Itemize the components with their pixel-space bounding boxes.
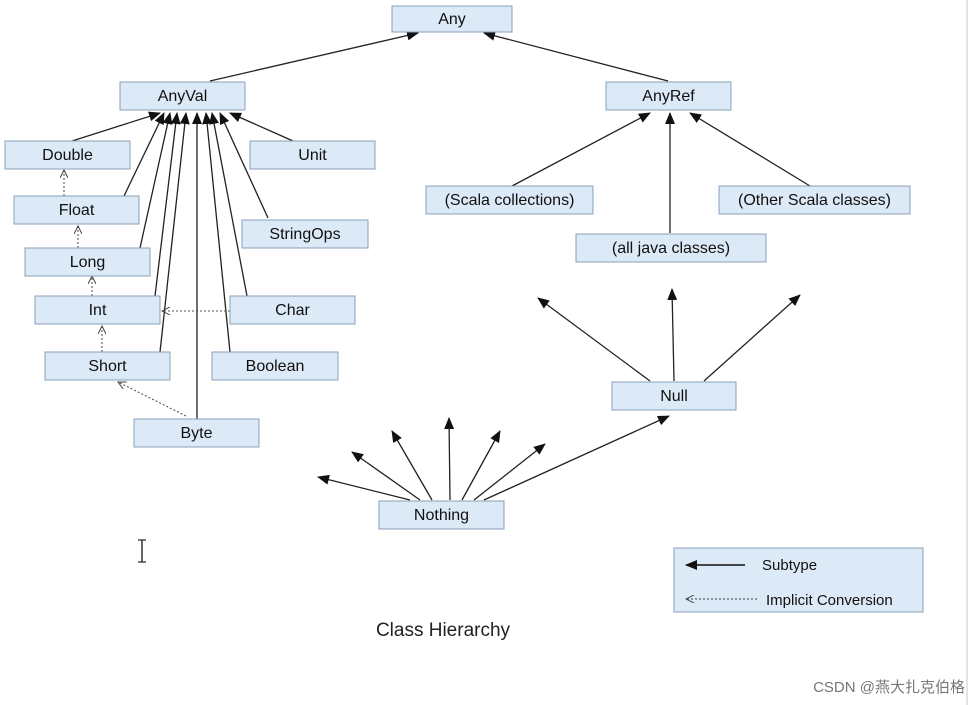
watermark: CSDN @燕大扎克伯格 <box>813 679 965 696</box>
text-cursor-icon <box>138 539 146 563</box>
node-null: Null <box>611 381 737 411</box>
edge-anyval-any <box>209 30 419 82</box>
node-any: Any <box>391 5 513 33</box>
node-int: Int <box>34 295 161 325</box>
node-byte-label: Byte <box>180 425 212 442</box>
node-int-label: Int <box>89 302 107 319</box>
edge-nothing-fan-5 <box>461 430 501 501</box>
node-all-java-classes-label: (all java classes) <box>612 240 730 257</box>
edge-anyref-any <box>483 30 669 82</box>
edge-null-up-right <box>703 294 801 382</box>
node-nothing: Nothing <box>378 500 505 530</box>
node-anyval: AnyVal <box>119 81 246 111</box>
conv-byte-short <box>118 382 187 417</box>
node-nothing-label: Nothing <box>414 507 469 524</box>
edge-boolean-anyval <box>202 112 231 353</box>
node-anyref-label: AnyRef <box>642 88 695 105</box>
node-float-label: Float <box>59 202 95 219</box>
node-other-scala-classes-label: (Other Scala classes) <box>738 192 891 209</box>
edge-double-anyval <box>71 111 161 142</box>
edge-unit-anyval <box>229 112 294 142</box>
edge-nothing-fan-2 <box>351 451 421 501</box>
node-double-label: Double <box>42 147 93 164</box>
edge-nothing-fan-4 <box>444 417 455 501</box>
conversion-edges <box>64 170 230 417</box>
edge-int-anyval <box>154 112 181 297</box>
node-short: Short <box>44 351 171 381</box>
node-scala-collections: (Scala collections) <box>425 185 594 215</box>
node-other-scala-classes: (Other Scala classes) <box>718 185 911 215</box>
edge-nothing-fan-6 <box>473 443 546 501</box>
diagram-caption: Class Hierarchy <box>376 620 511 641</box>
legend-conversion-label: Implicit Conversion <box>766 592 893 609</box>
edge-otherscala-anyref <box>689 112 811 187</box>
node-float: Float <box>13 195 140 225</box>
node-long: Long <box>24 247 151 277</box>
node-any-label: Any <box>438 11 466 28</box>
edge-scalacollections-anyref <box>511 112 651 187</box>
edge-char-anyval <box>209 112 248 297</box>
node-scala-collections-label: (Scala collections) <box>445 192 575 209</box>
edge-nothing-null <box>483 415 670 501</box>
node-boolean-label: Boolean <box>246 358 305 375</box>
node-long-label: Long <box>70 254 106 271</box>
node-double: Double <box>4 140 131 170</box>
subtype-edges <box>71 30 811 501</box>
node-byte: Byte <box>133 418 260 448</box>
node-null-label: Null <box>660 388 688 405</box>
edge-stringops-anyval <box>219 112 269 219</box>
edge-null-up-center <box>667 288 678 382</box>
node-unit-label: Unit <box>298 147 327 164</box>
node-short-label: Short <box>88 358 127 375</box>
edge-float-anyval <box>123 112 165 197</box>
node-anyref: AnyRef <box>605 81 732 111</box>
node-all-java-classes: (all java classes) <box>575 233 767 263</box>
node-char: Char <box>229 295 356 325</box>
node-anyval-label: AnyVal <box>158 88 208 105</box>
legend: Subtype Implicit Conversion <box>673 547 924 613</box>
node-boolean: Boolean <box>211 351 339 381</box>
node-unit: Unit <box>249 140 376 170</box>
edge-null-up-left <box>537 297 651 382</box>
node-stringops-label: StringOps <box>269 226 340 243</box>
edge-nothing-fan-1 <box>317 474 411 501</box>
edge-long-anyval <box>139 112 173 249</box>
node-char-label: Char <box>275 302 310 319</box>
legend-subtype-label: Subtype <box>762 557 817 574</box>
edge-nothing-fan-3 <box>391 430 433 501</box>
node-stringops: StringOps <box>241 219 369 249</box>
